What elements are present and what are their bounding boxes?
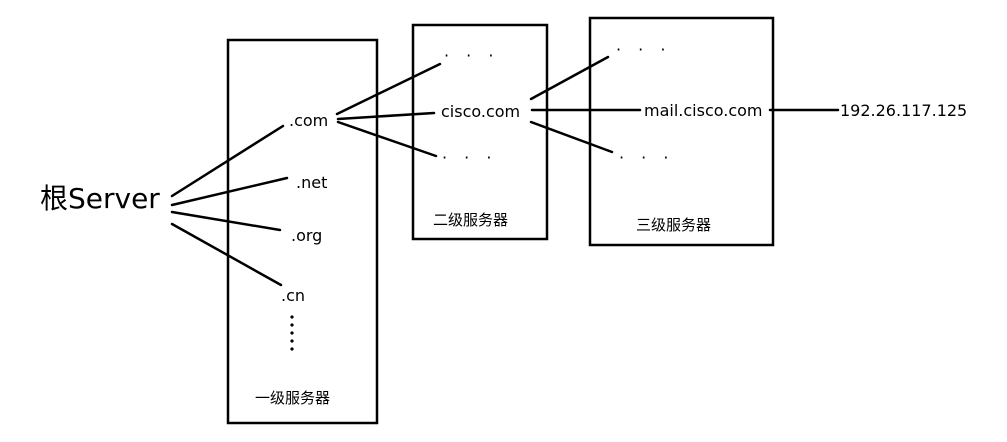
edge-com-more-top — [335, 62, 442, 116]
tld-net-label: .net — [296, 173, 327, 192]
level3-host-label: mail.cisco.com — [644, 101, 763, 120]
edge-cisco-more-bottom — [529, 120, 614, 154]
tld-cn-label: .cn — [281, 286, 305, 305]
level3-server-box — [588, 16, 775, 247]
level3-caption: 三级服务器 — [636, 216, 711, 234]
edge-root-net — [170, 176, 289, 207]
level3-more-top: · · · — [616, 40, 671, 59]
edge-root-cn — [170, 222, 283, 287]
edge-root-org — [170, 210, 282, 232]
tld-org-label: .org — [291, 226, 322, 245]
level2-more-bottom: · · · — [442, 148, 497, 167]
level1-server-box — [226, 38, 379, 425]
resolved-ip-label: 192.26.117.125 — [840, 101, 967, 120]
edge-root-com — [170, 124, 285, 198]
edge-cisco-more-top — [529, 55, 610, 101]
edge-com-cisco — [336, 111, 436, 121]
tld-com-label: .com — [289, 111, 328, 130]
level2-more-top: · · · — [444, 46, 499, 65]
tld-more-vertical-dots — [290, 315, 294, 351]
level3-more-bottom: · · · — [619, 148, 674, 167]
level2-server-box — [411, 23, 549, 241]
level2-domain-label: cisco.com — [441, 102, 520, 121]
level1-caption: 一级服务器 — [255, 389, 330, 407]
edge-com-more-bottom — [336, 120, 438, 158]
level2-caption: 二级服务器 — [433, 211, 508, 229]
root-server-label: 根Server — [40, 182, 160, 215]
